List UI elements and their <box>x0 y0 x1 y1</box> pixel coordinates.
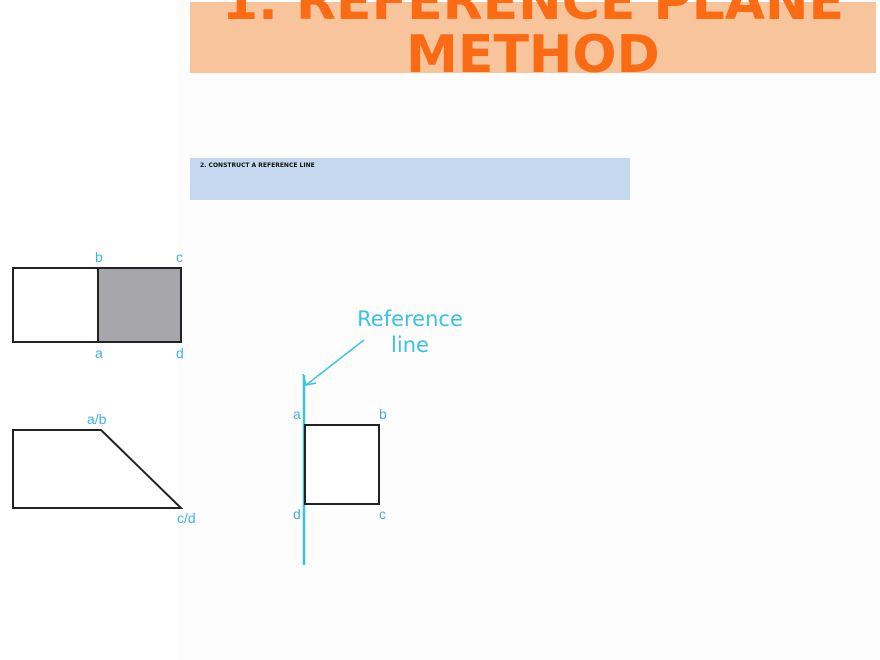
front-view: a/b c/d <box>12 411 196 526</box>
reference-label-line-2: line <box>391 333 429 357</box>
top-view-label-d: d <box>176 345 184 361</box>
top-view-left-square <box>12 267 99 343</box>
top-view-label-a: a <box>95 345 103 361</box>
reference-callout-arrow <box>305 339 365 386</box>
slide-title: 1. REFERENCE PLANE METHOD <box>190 0 876 82</box>
title-banner <box>190 2 876 73</box>
projected-label-a: a <box>293 406 301 422</box>
front-view-trapezoid <box>12 429 184 509</box>
projected-square <box>304 424 380 505</box>
slide-title-line-1: 1. REFERENCE PLANE <box>221 0 845 32</box>
projected-label-b: b <box>379 406 387 422</box>
reference-label-line-1: Reference <box>357 307 463 331</box>
top-view-label-c: c <box>176 249 183 265</box>
projected-view: a b d c <box>293 406 387 522</box>
content-background <box>178 0 880 660</box>
subtitle-banner <box>190 158 630 200</box>
step-subtitle: 2. CONSTRUCT A REFERENCE LINE <box>200 162 315 169</box>
reference-line-group: Reference line <box>302 307 463 565</box>
projected-label-c: c <box>379 506 386 522</box>
slide-title-line-2: METHOD <box>406 25 660 85</box>
top-view-label-b: b <box>95 249 103 265</box>
projected-label-d: d <box>293 506 301 522</box>
top-view: b c a d <box>12 249 184 361</box>
reference-callout-arrowhead <box>302 373 317 386</box>
front-view-label-cd: c/d <box>177 510 196 526</box>
front-view-label-ab: a/b <box>87 411 107 427</box>
top-view-shaded-face <box>97 267 182 343</box>
